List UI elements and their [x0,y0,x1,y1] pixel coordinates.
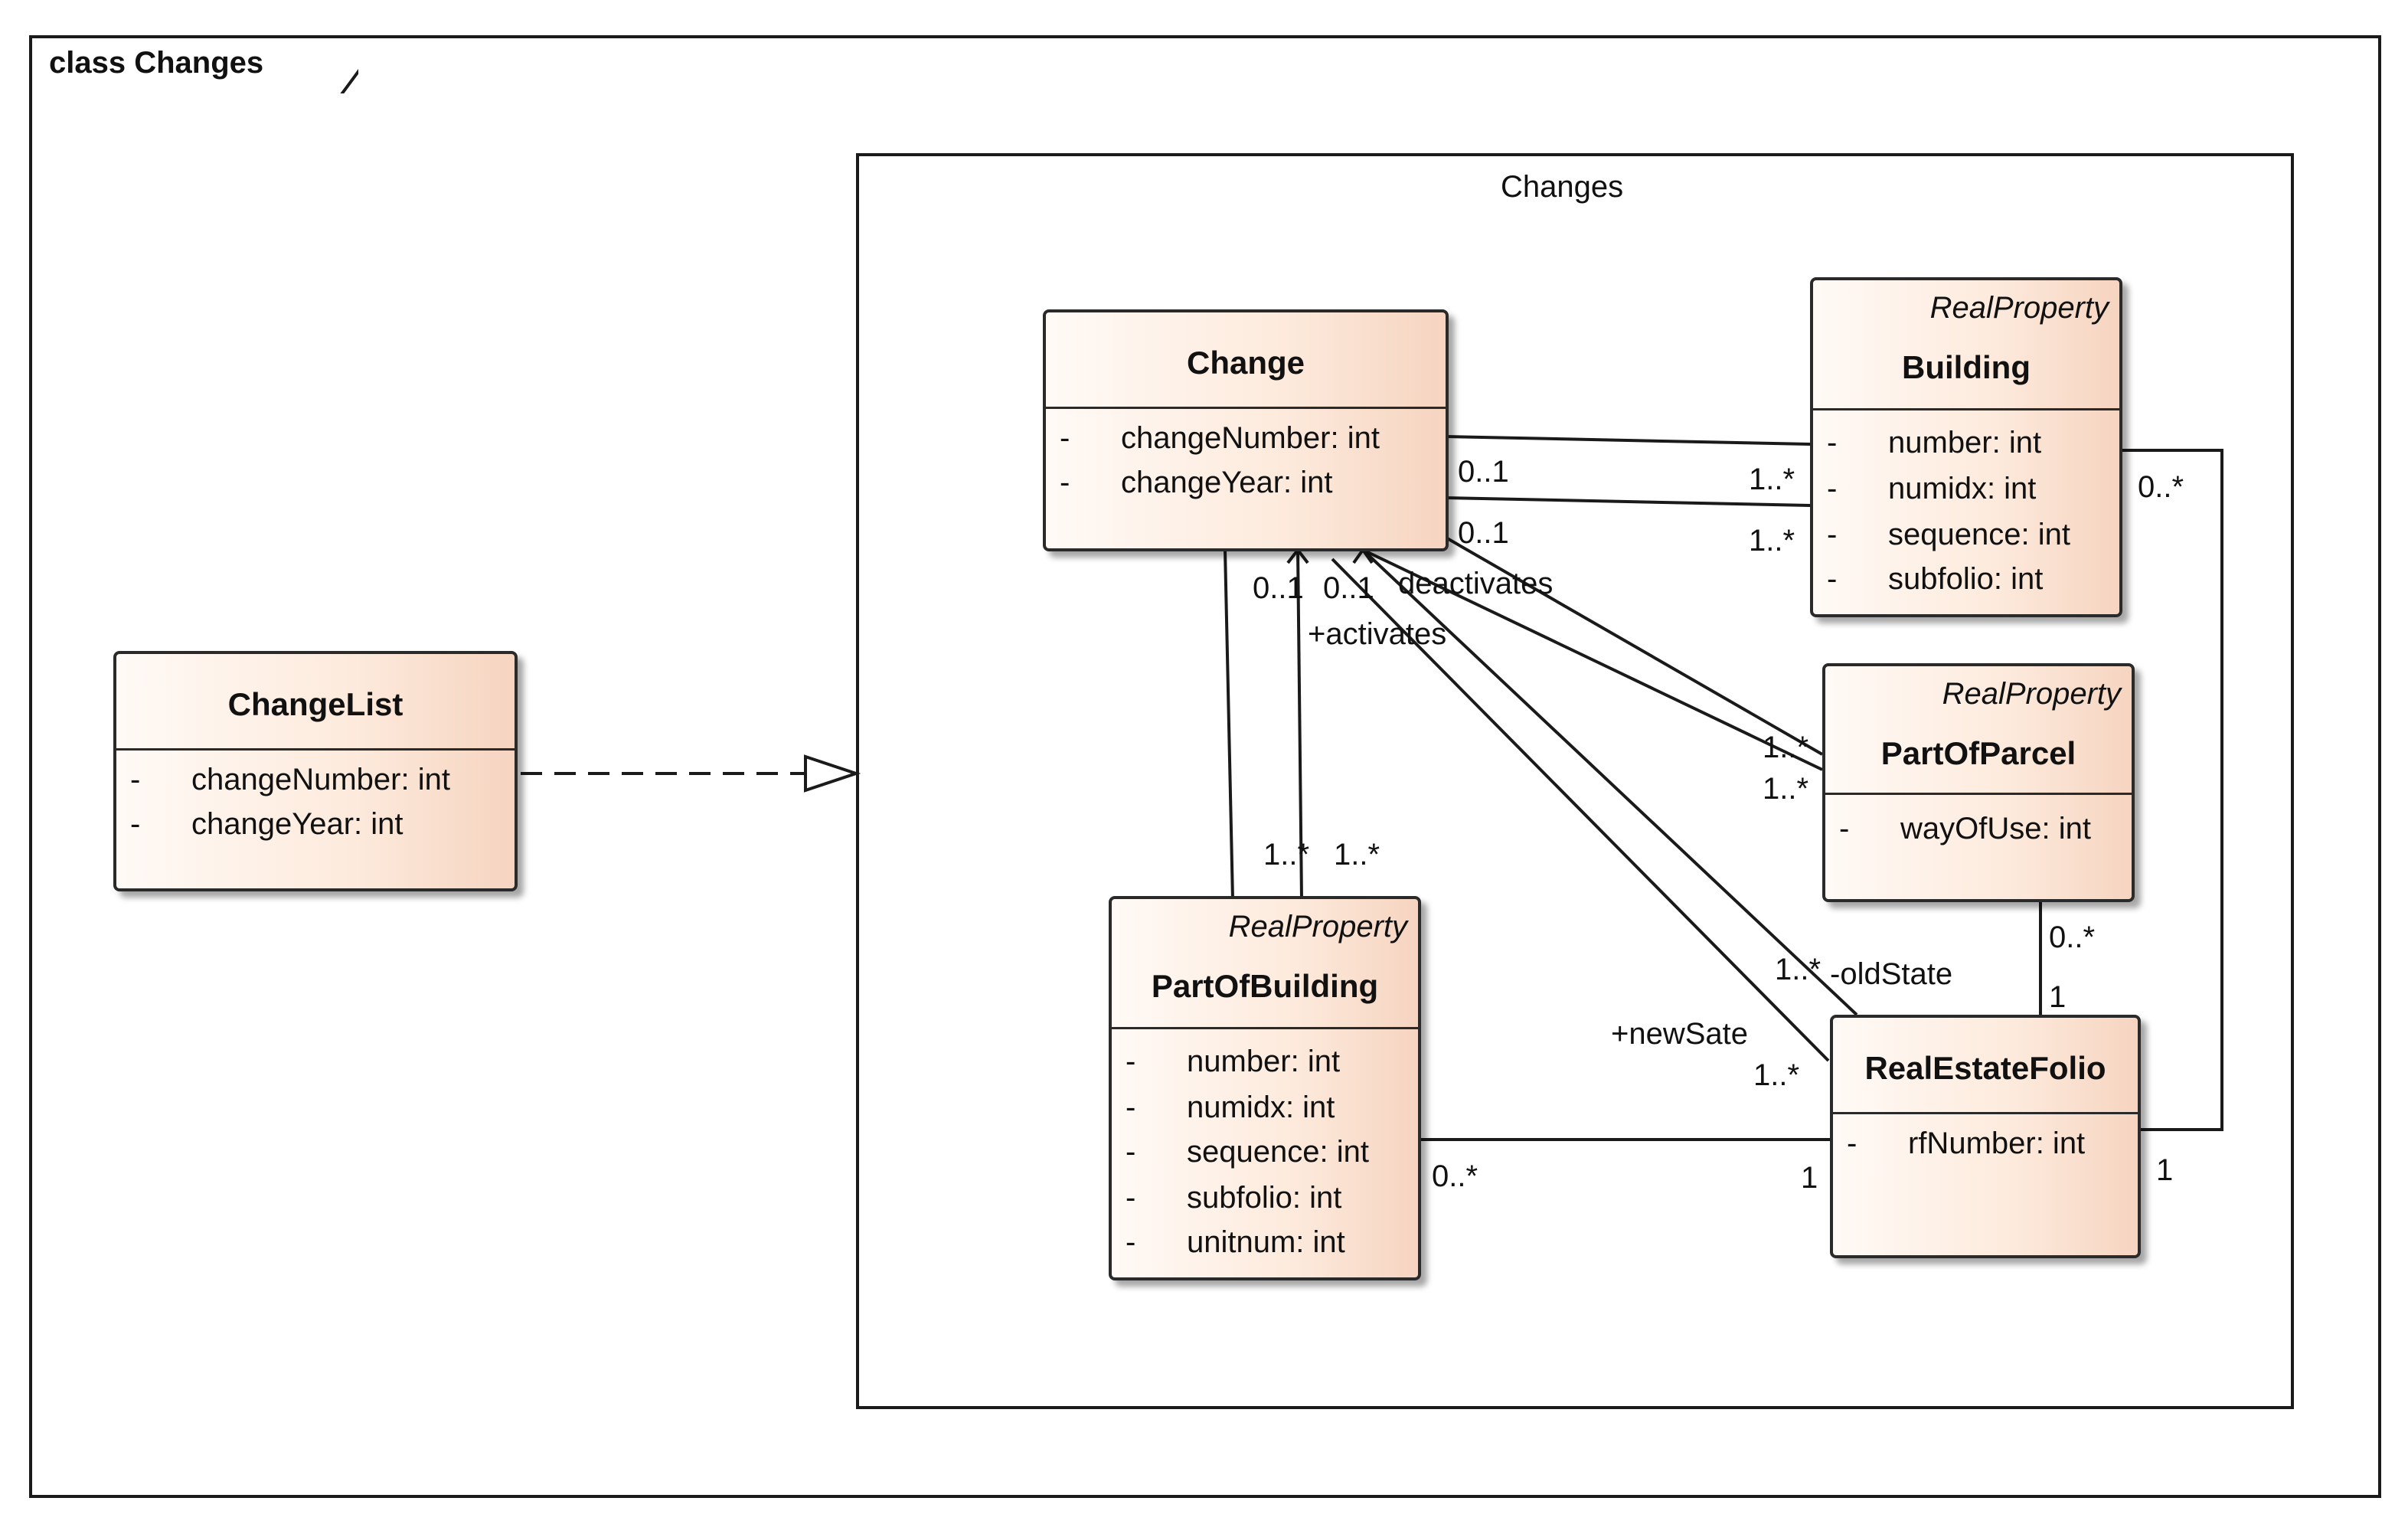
class-name: Change [1186,345,1305,381]
visibility-marker: - [1827,426,1838,459]
attribute-text: sequence: int [1888,518,2070,551]
frame-title: class Changes [49,46,264,80]
class-realestatefolio[interactable]: RealEstateFolio - rfNumber: int [1830,1015,2141,1258]
class-change[interactable]: Change - changeNumber: int - changeYear:… [1043,309,1449,551]
assoc-change-folio-old [1361,548,1858,1016]
attribute-text: subfolio: int [1888,562,2044,596]
visibility-marker: - [1126,1045,1136,1078]
assoc-change-parcel-2 [1362,548,1823,771]
class-name: PartOfParcel [1880,735,2076,771]
attribute-text: rfNumber: int [1908,1127,2086,1160]
visibility-marker: - [1827,518,1838,551]
multiplicity-label: 1 [2156,1153,2174,1187]
attribute-text: changeYear: int [1121,466,1333,499]
multiplicity-label: 0..1 [1253,571,1304,605]
assoc-change-parcel-1 [1443,535,1823,756]
attribute-text: unitnum: int [1187,1225,1345,1259]
attribute-text: numidx: int [1888,472,2037,505]
visibility-marker: - [130,807,141,841]
class-name: PartOfBuilding [1151,968,1379,1004]
attribute-text: changeYear: int [191,807,404,841]
attribute-text: wayOfUse: int [1900,812,2091,845]
class-name: ChangeList [227,686,404,722]
multiplicity-label: 1..* [1763,772,1809,806]
class-partofparcel[interactable]: RealProperty PartOfParcel - wayOfUse: in… [1822,663,2135,902]
package-title: Changes [1501,170,1624,204]
multiplicity-label: 0..* [1432,1159,1478,1193]
role-label: +activates [1308,617,1447,651]
class-building[interactable]: RealProperty Building - number: int - nu… [1810,277,2122,617]
realization-arrowhead [804,754,861,793]
class-name: Building [1902,349,2031,385]
package-changes [856,153,2294,1409]
attribute-text: numidx: int [1187,1091,1335,1124]
multiplicity-label: 1..* [1749,524,1795,558]
multiplicity-label: 0..1 [1458,455,1509,489]
class-stereotype: RealProperty [1942,677,2121,711]
multiplicity-label: 1 [2049,980,2067,1014]
multiplicity-label: 1..* [1263,838,1310,872]
multiplicity-label: 1..* [1749,463,1795,496]
class-header: RealProperty PartOfParcel [1825,666,2132,795]
multiplicity-label: 0..1 [1458,516,1509,550]
class-header: Change [1046,312,1446,409]
attribute-text: sequence: int [1187,1135,1369,1169]
class-name: RealEstateFolio [1864,1050,2106,1086]
attribute-text: number: int [1888,426,2042,459]
visibility-marker: - [1060,421,1070,455]
visibility-marker: - [130,763,141,796]
multiplicity-label: 0..1 [1323,571,1374,605]
class-header: RealProperty PartOfBuilding [1112,899,1418,1029]
class-partofbuilding[interactable]: RealProperty PartOfBuilding - number: in… [1109,896,1421,1280]
attribute-text: changeNumber: int [191,763,450,796]
visibility-marker: - [1827,562,1838,596]
assoc-change-building-2 [1445,496,1811,507]
visibility-marker: - [1839,812,1850,845]
assoc-change-pob-1 [1224,549,1234,901]
visibility-marker: - [1847,1127,1857,1160]
attribute-text: subfolio: int [1187,1181,1342,1215]
assoc-building-folio [2122,449,2223,1131]
assoc-change-pob-2 [1296,549,1303,901]
role-label: deactivates [1398,567,1554,600]
visibility-marker: - [1827,472,1838,505]
class-stereotype: RealProperty [1929,291,2109,325]
visibility-marker: - [1126,1135,1136,1169]
multiplicity-label: 1..* [1775,953,1822,986]
assoc-change-folio-new [1331,558,1830,1062]
role-label: +newSate [1611,1017,1749,1051]
multiplicity-label: 1 [1801,1161,1818,1195]
visibility-marker: - [1126,1225,1136,1259]
multiplicity-label: 0..* [2138,470,2184,504]
attribute-text: changeNumber: int [1121,421,1380,455]
multiplicity-label: 1..* [1334,838,1380,872]
multiplicity-label: 1..* [1763,731,1809,764]
class-header: RealProperty Building [1813,280,2119,410]
class-header: ChangeList [116,654,515,751]
diagram-frame: class Changes [29,35,2381,1498]
role-label: -oldState [1830,957,1953,991]
assoc-change-building-1 [1445,435,1811,446]
class-changelist[interactable]: ChangeList - changeNumber: int - changeY… [113,651,518,891]
class-header: RealEstateFolio [1833,1018,2138,1114]
visibility-marker: - [1126,1091,1136,1124]
visibility-marker: - [1126,1181,1136,1215]
multiplicity-label: 1..* [1753,1058,1800,1092]
multiplicity-label: 0..* [2049,921,2096,954]
class-stereotype: RealProperty [1228,910,1407,944]
visibility-marker: - [1060,466,1070,499]
attribute-text: number: int [1187,1045,1341,1078]
